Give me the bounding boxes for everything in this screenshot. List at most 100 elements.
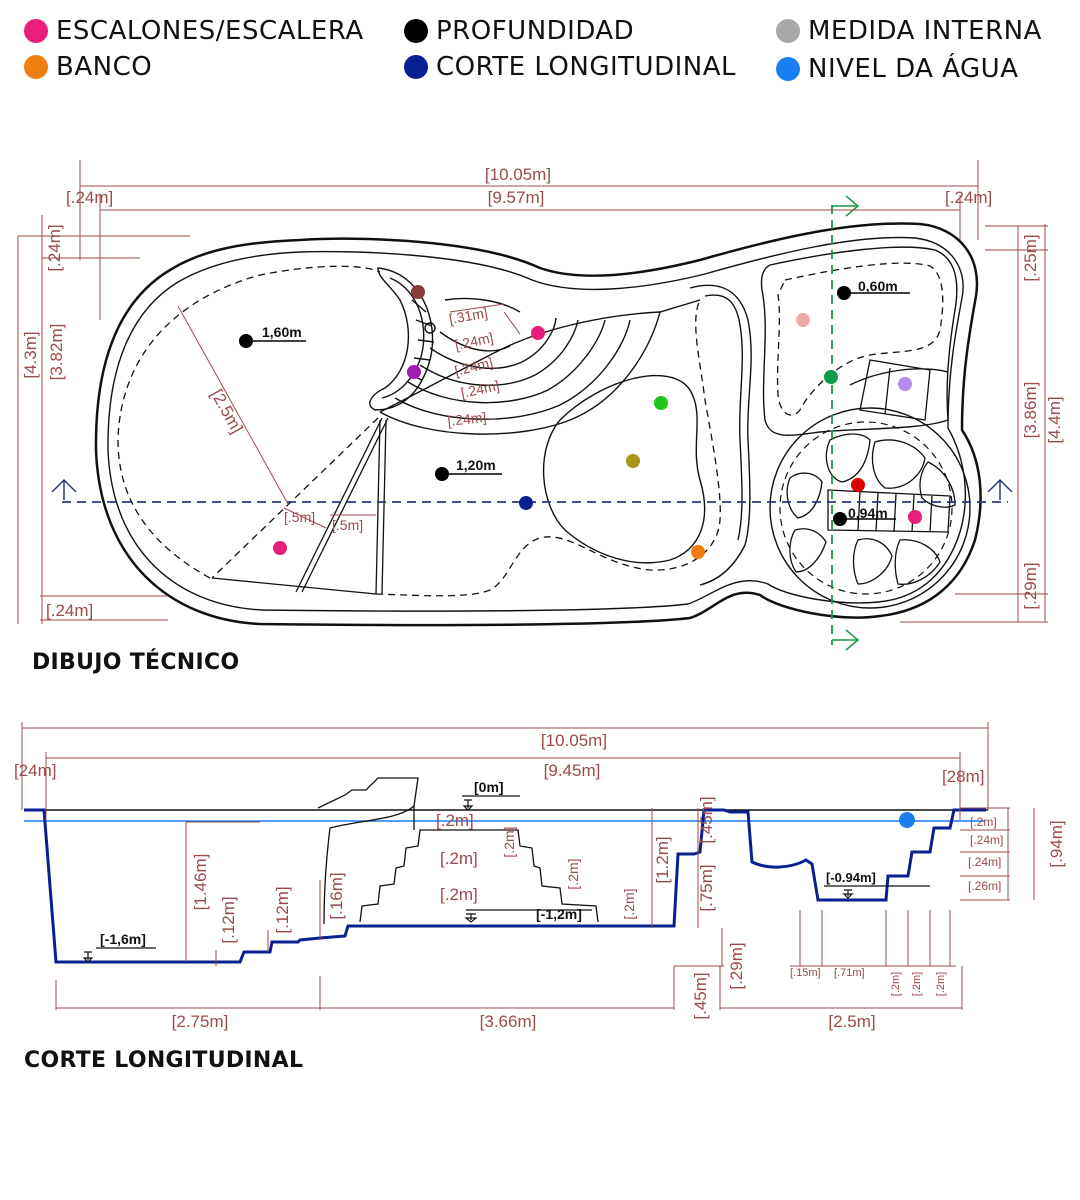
cross-arrow-top <box>832 195 860 217</box>
dim-right-total: [4.4m] <box>1045 396 1064 443</box>
sec-dim-b71: [.71m] <box>834 967 865 979</box>
pool-outer-outline <box>94 222 982 627</box>
mid-floor-boundary <box>375 299 721 597</box>
shallow-area <box>760 246 958 436</box>
dim-right-inner: [3.86m] <box>1021 382 1040 439</box>
legend-item-water: NIVEL DA ÁGUA <box>776 54 1019 84</box>
sec-dim-s2b: [.2m] <box>440 849 478 868</box>
shallow-dashed <box>776 262 944 416</box>
dim-bottom-wall: [.24m] <box>46 601 93 620</box>
depth-marker-shallow: 0,60m <box>837 278 910 300</box>
dim-right-bottom: [.29m] <box>1021 562 1040 609</box>
dim-left-top-wall: [.24m] <box>45 224 64 271</box>
marker-bench <box>691 545 705 559</box>
sec-dim-h75: [.75m] <box>697 864 716 911</box>
sec-dim-b15: [.15m] <box>790 967 821 979</box>
marker-steps-spa <box>908 510 922 524</box>
section-profile <box>24 808 986 964</box>
legend-item-internal: MEDIDA INTERNA <box>776 16 1042 46</box>
section-arrow-left <box>51 478 77 500</box>
sec-dim-h94: [.94m] <box>1047 820 1066 867</box>
legend-item-depth: PROFUNDIDAD <box>404 16 634 46</box>
dim-bench-5: [.24m] <box>447 409 487 429</box>
sec-dim-total: [10.05m] <box>541 731 607 750</box>
sec-dim-s2f: [.2m] <box>621 888 637 919</box>
legend-label: MEDIDA INTERNA <box>808 16 1042 46</box>
dim-step-a: [.5m] <box>284 509 315 525</box>
dim-total-length: [10.05m] <box>485 165 551 184</box>
steps-color-dot <box>24 19 48 43</box>
curved-stairs <box>369 267 436 411</box>
sec-dim-s2e: [.2m] <box>565 858 581 889</box>
dim-radius: [2.5m] <box>207 386 247 437</box>
sec-dim-r24a: [.24m] <box>970 833 1003 847</box>
dim-bench-3: [.24m] <box>453 354 495 379</box>
sec-dim-r26: [.26m] <box>968 879 1001 893</box>
sec-dim-h16: [.16m] <box>327 872 346 919</box>
plan-dimension-lines <box>17 160 1048 624</box>
depth-color-dot <box>404 19 428 43</box>
dim-right-wall: [.24m] <box>945 188 992 207</box>
right-channel <box>689 284 752 586</box>
marker-red <box>851 478 865 492</box>
marker-steps-stair <box>273 541 287 555</box>
marker-olive <box>626 454 640 468</box>
marker-lavender <box>898 377 912 391</box>
depth-shallow-label: 0,60m <box>858 278 898 294</box>
dim-step-b: [.5m] <box>332 517 363 533</box>
water-color-dot <box>776 57 800 81</box>
marker-purple <box>407 365 421 379</box>
section-deep-floor-label: [-1,6m] <box>100 931 146 947</box>
marker-pink <box>796 313 810 327</box>
bench-arcs <box>379 297 701 435</box>
section-mid-floor-label: [-1,2m] <box>536 906 582 922</box>
internal-color-dot <box>776 19 800 43</box>
legend: ESCALONES/ESCALERA BANCO PROFUNDIDAD COR… <box>0 0 1080 90</box>
sec-dim-b2b: [.2m] <box>911 972 923 996</box>
depth-deep-label: 1,60m <box>262 324 302 340</box>
marker-teal <box>824 370 838 384</box>
sec-dim-len366: [3.66m] <box>480 1012 537 1031</box>
legend-item-steps: ESCALONES/ESCALERA <box>24 16 364 46</box>
section-dimension-lines <box>21 722 1035 1010</box>
depth-marker-spa: 0,94m <box>833 505 896 526</box>
section-bench-profile <box>317 777 419 925</box>
section-spa-floor-label: [-0.94m] <box>826 870 876 885</box>
dim-bench-4: [.24m] <box>459 377 500 401</box>
sec-dim-len45: [.45m] <box>691 972 710 1019</box>
sec-dim-r24b: [.24m] <box>968 855 1001 869</box>
stair-fan <box>211 417 389 595</box>
right-channel-inner <box>704 294 743 541</box>
marker-green <box>654 396 668 410</box>
legend-label: BANCO <box>56 52 153 82</box>
spa-outer <box>769 407 971 609</box>
sec-dim-s2a: [.2m] <box>436 811 474 830</box>
pool-inner-outline <box>107 236 967 612</box>
section-color-dot <box>404 55 428 79</box>
sec-dim-s2d: [.2m] <box>501 826 517 857</box>
depth-spa-label: 0,94m <box>848 505 888 521</box>
cross-arrow-bottom <box>832 629 860 651</box>
marker-steps-bench <box>531 326 545 340</box>
central-island <box>542 374 706 564</box>
section-markers <box>82 795 930 963</box>
dim-left-wall: [.24m] <box>66 188 113 207</box>
dim-bench-2: [.24m] <box>453 329 494 353</box>
sec-dim-left-wall: [24m] <box>14 761 57 780</box>
dim-right-top: [.25m] <box>1021 234 1040 281</box>
spa-inner <box>779 421 953 595</box>
sec-dim-right-wall: [28m] <box>942 767 985 786</box>
shallow-seats <box>849 359 949 421</box>
section-zero-label: [0m] <box>474 779 504 795</box>
sec-dim-s2c: [.2m] <box>440 885 478 904</box>
sec-dim-b2c: [.2m] <box>935 972 947 996</box>
sec-dim-h12: [1.2m] <box>653 836 672 883</box>
bench-color-dot <box>24 55 48 79</box>
water-level-marker <box>899 812 915 828</box>
dim-inner-length: [9.57m] <box>488 188 545 207</box>
depth-mid-label: 1,20m <box>456 457 496 473</box>
depth-marker-mid: 1,20m <box>435 457 502 481</box>
sec-dim-r2: [.2m] <box>970 815 997 829</box>
sec-dim-len25: [2.5m] <box>828 1012 875 1031</box>
sec-dim-len275: [2.75m] <box>172 1012 229 1031</box>
